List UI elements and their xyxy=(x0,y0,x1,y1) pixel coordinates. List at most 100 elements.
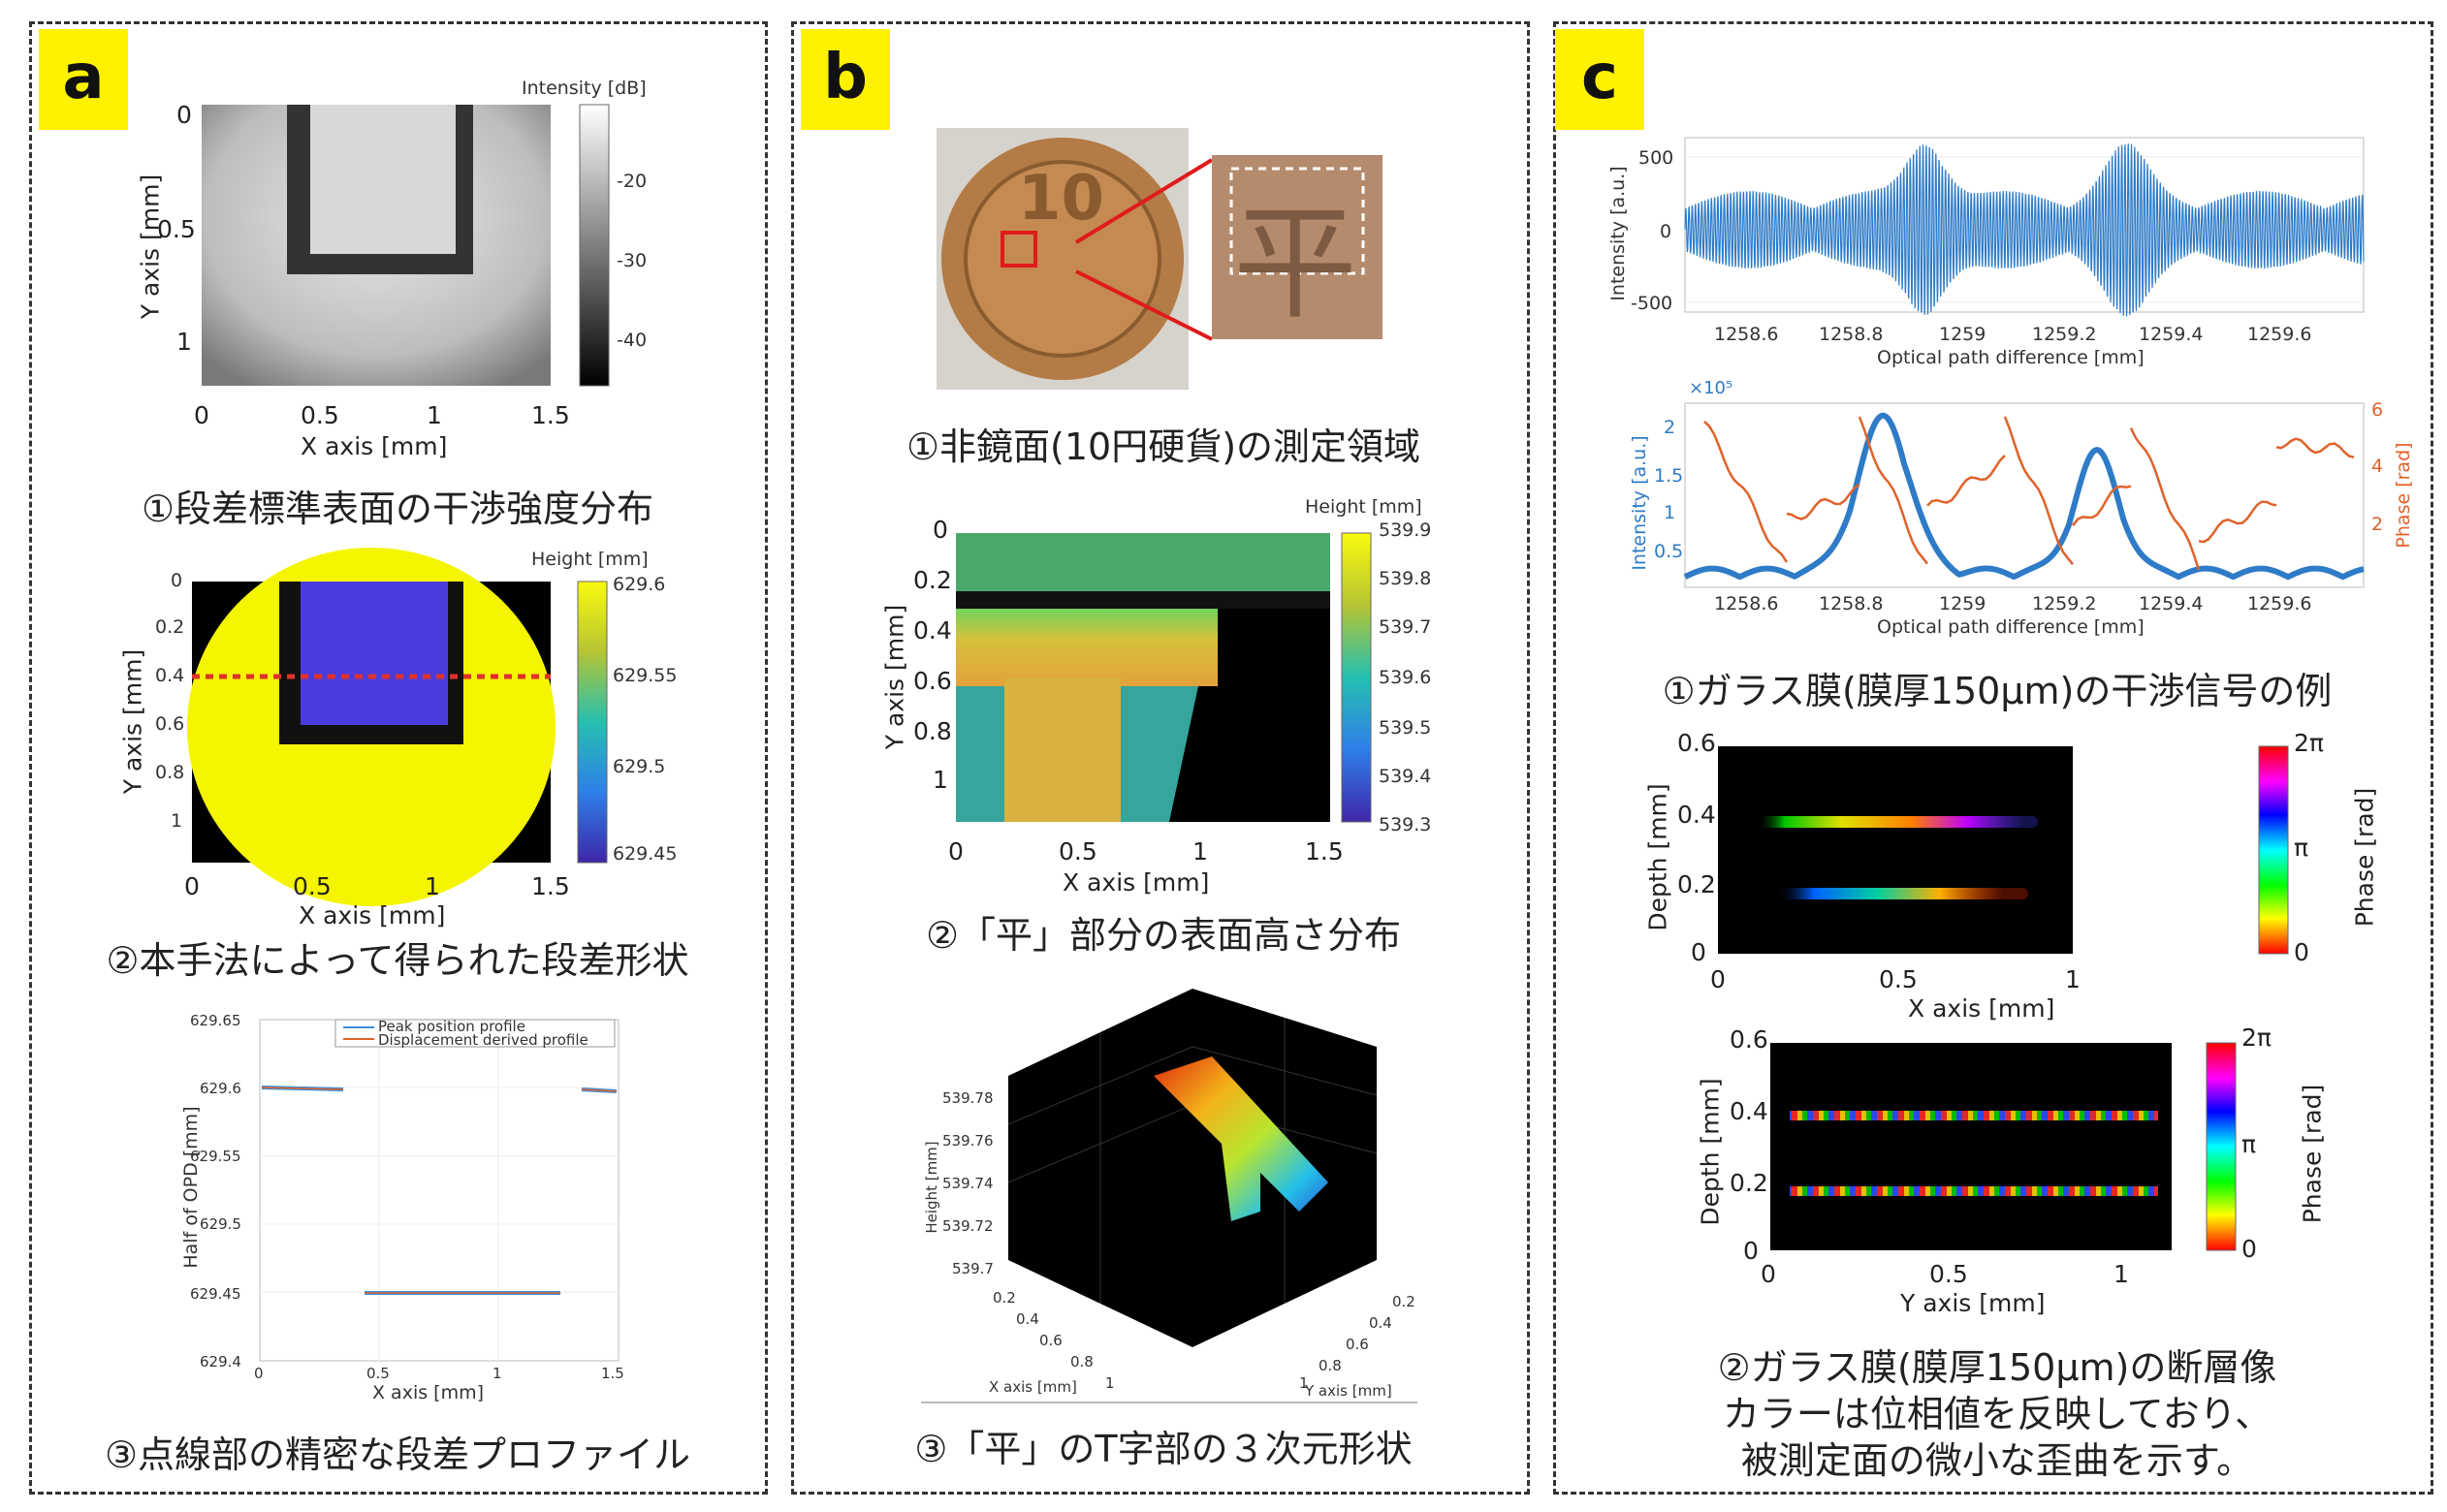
a-fig1-ytick: 0 xyxy=(176,101,192,129)
b-fig2-cbar-tick: 539.5 xyxy=(1379,717,1432,739)
c-fig1-xtick: 1258.8 xyxy=(1819,324,1884,345)
c-fig2-cbar-tick: 0 xyxy=(2294,938,2309,966)
c-fig1-xlabel: Optical path difference [mm] xyxy=(1877,347,2145,368)
a-fig2-xtick: 1.5 xyxy=(531,872,570,900)
c-fig2-bot-xlabel: Y axis [mm] xyxy=(1900,1289,2046,1317)
b-fig2-xtick: 0 xyxy=(948,837,964,866)
c-fig2-cbar-tick: π xyxy=(2294,834,2309,862)
a-fig2-ytick: 0.8 xyxy=(155,762,185,783)
b-fig2-cbar-tick: 539.9 xyxy=(1379,520,1432,541)
b-fig3-xtick: 0.4 xyxy=(1016,1310,1039,1328)
c-fig1-bot-ytick2: 6 xyxy=(2371,399,2384,421)
panel-b-label: b xyxy=(801,29,890,130)
a-fig3-ytick: 629.45 xyxy=(190,1285,241,1303)
c-fig1-bot-xtick: 1259.2 xyxy=(2032,593,2097,614)
a-fig1-image xyxy=(202,105,551,386)
b-fig1-zoom-kanji: 平 xyxy=(1233,192,1358,336)
a-fig2-caption: ②本手法によって得られた段差形状 xyxy=(106,939,689,982)
c-fig1-ytick: -500 xyxy=(1631,293,1673,314)
c-fig2-top-ytick: 0 xyxy=(1691,938,1706,966)
c-fig1-bot-ylabel: Intensity [a.u.] xyxy=(1629,435,1650,571)
a-fig3-xtick: 1 xyxy=(493,1365,502,1382)
c-fig2-cbar-tick: 0 xyxy=(2241,1235,2257,1263)
a-fig2-cbar-tick: 629.45 xyxy=(613,843,678,865)
c-fig2-colorbar-top xyxy=(2258,745,2289,955)
c-fig1-ytick: 500 xyxy=(1638,147,1674,169)
b-fig3-xtick: 0.2 xyxy=(993,1289,1016,1307)
a-fig3-ytick: 629.55 xyxy=(190,1148,241,1165)
b-fig3-xlabel: X axis [mm] xyxy=(989,1378,1077,1396)
b-fig2-ytick: 0.4 xyxy=(913,616,952,645)
c-fig1-phase-axes xyxy=(1683,402,2365,588)
c-fig1-bot-xtick: 1258.8 xyxy=(1819,593,1884,614)
panel-c xyxy=(1553,21,2433,1495)
a-fig2-cbar-tick: 629.6 xyxy=(613,574,666,595)
a-fig2-xtick: 1 xyxy=(425,872,440,900)
a-fig3-legend-item: Displacement derived profile xyxy=(378,1031,588,1049)
a-fig2-colorbar xyxy=(577,581,608,864)
c-fig2-bot-xtick: 0.5 xyxy=(1929,1260,1968,1288)
c-fig2-cbar-title: Phase [rad] xyxy=(2298,1084,2327,1224)
c-fig2-cbar-tick: π xyxy=(2241,1130,2257,1158)
b-fig2-colorbar xyxy=(1341,532,1372,823)
b-fig3-ylabel: Y axis [mm] xyxy=(1305,1382,1392,1400)
a-fig3-ytick: 629.6 xyxy=(200,1080,241,1097)
a-fig1-ylabel: Y axis [mm] xyxy=(136,173,165,320)
a-fig1-xtick: 1 xyxy=(427,401,442,429)
b-fig3-ytick: 1 xyxy=(1299,1374,1309,1392)
b-fig1-coin-image xyxy=(937,128,1189,390)
c-fig2-bot-xtick: 0 xyxy=(1761,1260,1776,1288)
b-fig3-ytick: 0.2 xyxy=(1392,1293,1415,1310)
a-fig1-xlabel: X axis [mm] xyxy=(301,432,448,460)
a-fig3-ylabel: Half of OPD [mm] xyxy=(180,1106,202,1269)
b-fig1-zoom-image xyxy=(1212,155,1382,339)
c-fig2-cbar-tick: 2π xyxy=(2294,729,2324,757)
a-fig3-xlabel: X axis [mm] xyxy=(372,1382,485,1403)
b-fig3-xtick: 0.6 xyxy=(1039,1332,1063,1349)
a-fig3-caption: ③点線部の精密な段差プロファイル xyxy=(104,1433,691,1476)
c-fig1-signal-axes xyxy=(1684,137,2365,317)
a-fig1-cbar-tick: -40 xyxy=(617,330,648,351)
c-fig2-bot-ylabel: Depth [mm] xyxy=(1696,1078,1725,1226)
b-fig3-ztick: 539.7 xyxy=(952,1260,994,1277)
b-fig3-ytick: 0.4 xyxy=(1369,1314,1392,1332)
c-fig1-xtick: 1259.4 xyxy=(2139,324,2204,345)
c-fig1-bot-ytick2: 4 xyxy=(2371,456,2384,477)
b-fig3-zlabel: Height [mm] xyxy=(923,1141,940,1234)
b-fig3-xtick: 1 xyxy=(1105,1374,1115,1392)
c-fig2-cbar-title: Phase [rad] xyxy=(2350,787,2379,928)
b-fig2-ytick: 0 xyxy=(933,516,948,544)
c-fig1-bot-ytick: 2 xyxy=(1664,417,1676,438)
b-fig3-ytick: 0.8 xyxy=(1319,1357,1342,1374)
c-fig2-yz-image xyxy=(1770,1043,2172,1250)
b-fig2-cbar-tick: 539.6 xyxy=(1379,667,1432,688)
a-fig2-ytick: 1 xyxy=(171,810,183,832)
c-fig2-caption-line1: ②ガラス膜(膜厚150μm)の断層像 xyxy=(1717,1346,2277,1389)
a-fig3-ytick: 629.5 xyxy=(200,1215,241,1233)
c-fig1-bot-ytick: 1 xyxy=(1664,502,1676,523)
a-fig3-axes xyxy=(259,1019,620,1362)
a-fig2-ytick: 0.2 xyxy=(155,616,185,638)
a-fig3-ytick: 629.65 xyxy=(190,1012,241,1029)
c-fig1-bot-xtick: 1258.6 xyxy=(1714,593,1779,614)
a-fig2-xtick: 0.5 xyxy=(293,872,332,900)
a-fig3-xtick: 0 xyxy=(254,1365,264,1382)
b-fig3-caption: ③「平」のT字部の３次元形状 xyxy=(914,1428,1413,1470)
b-fig2-ytick: 0.8 xyxy=(913,717,952,745)
b-fig2-ytick: 0.2 xyxy=(913,566,952,594)
c-fig1-xtick: 1259.6 xyxy=(2247,324,2312,345)
c-fig1-xtick: 1259 xyxy=(1939,324,1986,345)
b-fig2-image xyxy=(956,533,1330,822)
c-fig1-bot-xtick: 1259.4 xyxy=(2139,593,2204,614)
a-fig3-legend-item: Peak position profile xyxy=(378,1018,525,1035)
b-fig2-ylabel: Y axis [mm] xyxy=(880,604,909,750)
c-fig2-top-ytick: 0.4 xyxy=(1677,801,1716,829)
c-fig2-bot-xtick: 1 xyxy=(2113,1260,2129,1288)
a-fig1-xtick: 0.5 xyxy=(301,401,339,429)
a-fig2-xtick: 0 xyxy=(184,872,200,900)
a-fig2-ylabel: Y axis [mm] xyxy=(118,648,147,795)
b-fig3-ztick: 539.76 xyxy=(942,1132,994,1150)
b-fig2-xtick: 0.5 xyxy=(1059,837,1097,866)
c-fig1-bot-xlabel: Optical path difference [mm] xyxy=(1877,616,2145,638)
c-fig1-bot-ytick: 1.5 xyxy=(1654,465,1684,487)
